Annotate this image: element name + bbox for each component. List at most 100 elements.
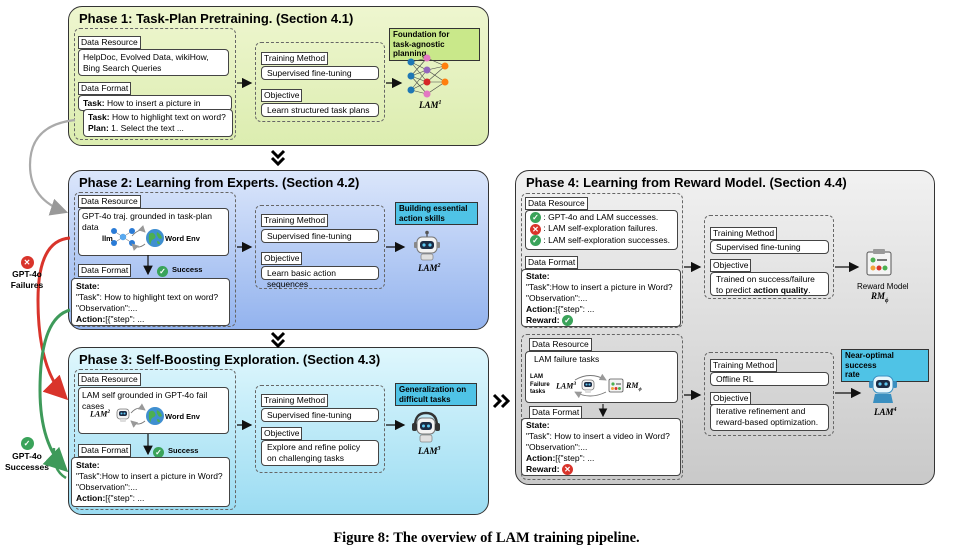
phase1-objective-value: Learn structured task plans — [261, 103, 379, 117]
failures-label: GPT-4o Failures — [4, 269, 50, 290]
lam-sup: 3 — [437, 446, 441, 452]
objective-line-2: reward-based optimization. — [716, 417, 819, 427]
phase4-objective2-label: Objective — [710, 392, 752, 405]
phase3-data-format-label: Data Format — [78, 444, 132, 457]
phase4-data-resource2-label: Data Resource — [529, 338, 592, 351]
phase2-data-format-box: State: "Task": How to highlight text on … — [71, 278, 230, 326]
resource-line-1: : GPT-4o and LAM successes. — [543, 212, 659, 222]
objective-line-1: Iterative refinement and — [716, 406, 806, 416]
successes-line-2: Successes — [5, 461, 49, 472]
phase1-task-card-2: Task: How to highlight text on word? Pla… — [83, 109, 233, 137]
advanced-robot-icon — [869, 374, 897, 403]
reward-model-scorecard-icon — [866, 249, 892, 276]
lam-sup: 4 — [893, 407, 897, 413]
successes-line-1: GPT-4o — [12, 451, 42, 461]
state-label: State: — [526, 420, 550, 430]
phase2-training-method-label: Training Method — [261, 214, 329, 227]
action-key: Action: — [76, 493, 106, 503]
failures-line-2: Failures — [10, 279, 44, 290]
phase3-training-method-value: Supervised fine-tuning — [261, 408, 379, 422]
check-icon: ✓ — [561, 315, 573, 327]
callout-line-1: Foundation for — [393, 30, 450, 39]
action-value: [{"step": ... — [555, 453, 595, 463]
phase3-lam-label: LAM3 — [418, 446, 441, 456]
action-key: Action: — [526, 453, 556, 463]
phase2-callout: Building essential action skills — [395, 202, 478, 225]
phase1-training-method-label: Training Method — [261, 52, 329, 65]
plan-value: 1. Select the text ... — [108, 123, 184, 133]
phase2-resource-text: GPT-4o traj. grounded in task-plan data — [82, 211, 212, 232]
phase1-data-group — [74, 28, 236, 140]
globe-icon — [146, 407, 164, 425]
phase4-training-method-value: Supervised fine-tuning — [710, 240, 829, 254]
phase3-data-group — [74, 369, 236, 510]
phase2-data-group — [74, 192, 236, 327]
phase2-data-format-label: Data Format — [78, 264, 132, 277]
lam-name: LAM — [556, 381, 574, 391]
phase4-data-resource-label: Data Resource — [525, 197, 588, 210]
small-robot-icon — [116, 408, 130, 422]
phase4-data-format-label: Data Format — [525, 256, 579, 269]
objective-line-2c: . — [808, 285, 811, 295]
objective-line-1: Trained on success/failure — [716, 274, 815, 284]
lam-failure-small-label: LAM Failure tasks — [530, 374, 550, 397]
phase3-success-label: Success — [168, 446, 199, 455]
phase3-lam-input-label: LAM2 — [90, 409, 110, 419]
small-line-3: tasks — [530, 389, 546, 395]
phase4-data-format2-box: State: "Task": How to insert a video in … — [521, 418, 681, 476]
task-line: "Task": How to highlight text on word? — [76, 292, 219, 302]
callout-line-1: Near-optimal success — [845, 351, 894, 370]
action-value: [{"step": ... — [105, 493, 145, 503]
rm-sub: ϕ — [638, 386, 642, 393]
rm-sub: ϕ — [885, 297, 889, 304]
rm-name: RM — [871, 291, 886, 301]
observation-line: "Observation":... — [76, 482, 138, 492]
lam-failure-tasks-label: LAM failure tasks — [534, 354, 600, 364]
lam-name: LAM — [874, 407, 894, 417]
lam-name: LAM — [418, 446, 438, 456]
phase2-success-label: Success — [172, 265, 203, 274]
phase1-lam-label: LAM1 — [419, 100, 442, 110]
phase3-env-label: Word Env — [165, 412, 200, 421]
callout-line-1: Generalization on — [399, 385, 467, 394]
phase2-success-check-icon: ✓ — [157, 263, 168, 281]
phase1-data-resource-label: Data Resource — [78, 36, 141, 49]
objective-line-2b: action quality — [753, 285, 809, 295]
phase4-lam-label: LAM4 — [874, 407, 897, 417]
action-key: Action: — [526, 304, 556, 314]
successes-label: GPT-4o Successes — [2, 451, 52, 472]
action-value: [{"step": ... — [555, 304, 595, 314]
failures-line-1: GPT-4o — [12, 269, 42, 279]
lam-sup: 2 — [437, 263, 441, 269]
resource-line-2: : LAM self-exploration failures. — [543, 223, 658, 234]
resource-line-3: : LAM self-exploration successes. — [543, 234, 670, 245]
phase2-training-method-value: Supervised fine-tuning — [261, 229, 379, 243]
small-robot-icon — [581, 379, 595, 393]
headset-robot-icon — [412, 411, 440, 443]
phase1-data-format-label: Data Format — [78, 82, 132, 95]
neural-network-icon — [407, 54, 449, 98]
lam-sup: 2 — [107, 409, 111, 415]
phase3-training-group — [255, 385, 385, 473]
phase2-training-group — [255, 205, 385, 289]
callout-line-1: Building essential — [399, 204, 468, 213]
phase2-env-label: Word Env — [165, 234, 200, 243]
llm-label: llm — [102, 234, 113, 243]
phase2-lam-label: LAM2 — [418, 263, 441, 273]
phase3-data-resource-label: Data Resource — [78, 373, 141, 386]
figure-caption: Figure 8: The overview of LAM training p… — [333, 530, 640, 546]
observation-line: "Observation":... — [526, 442, 588, 452]
phase3-objective-label: Objective — [261, 427, 303, 440]
task-line: "Task":How to insert a picture in Word? — [526, 282, 673, 292]
objective-line-2a: to predict — [716, 285, 754, 295]
phase1-training-group — [255, 42, 385, 122]
phase4-objective-label: Objective — [710, 259, 752, 272]
phase4-objective-value: Trained on success/failure to predict ac… — [710, 272, 829, 296]
phase2-objective-value: Learn basic action sequences — [261, 266, 379, 289]
state-label: State: — [76, 281, 100, 291]
phase3-resource-text: LAM self grounded in GPT-4o fail cases — [82, 390, 208, 411]
task-line: "Task":How to insert a picture in Word? — [76, 471, 223, 481]
phase4-training-method-label: Training Method — [710, 227, 778, 240]
task-line: "Task": How to insert a video in Word? — [526, 431, 670, 441]
reward-key: Reward: — [526, 315, 560, 325]
